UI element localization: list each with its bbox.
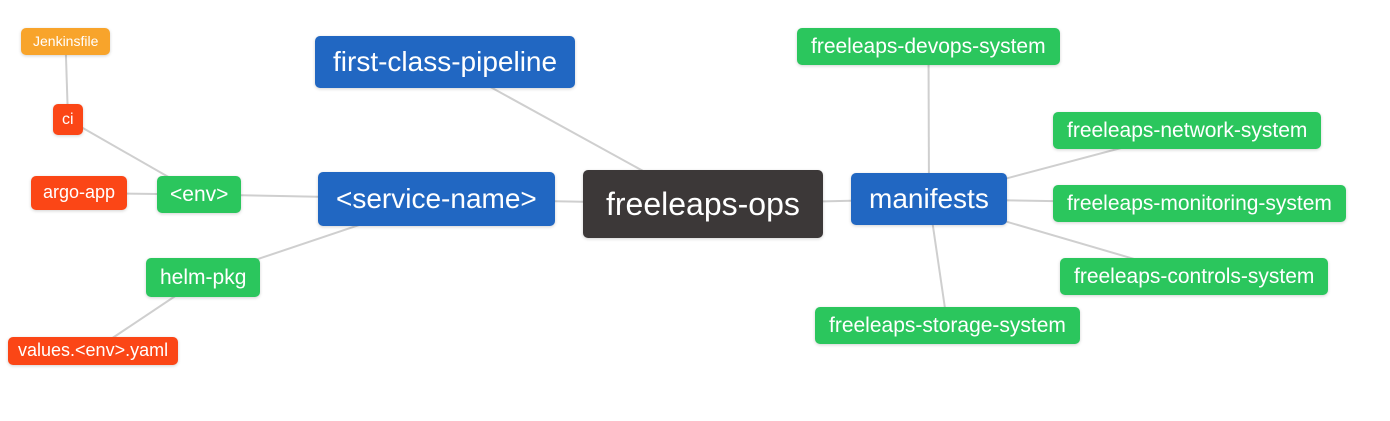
node-freeleaps-network-system[interactable]: freeleaps-network-system [1053,112,1322,150]
node-env[interactable]: <env> [157,176,242,214]
node-service-name[interactable]: <service-name> [318,172,555,226]
node-first-class-pipeline[interactable]: first-class-pipeline [315,36,576,88]
node-freeleaps-storage-system[interactable]: freeleaps-storage-system [815,307,1080,345]
node-ci[interactable]: ci [53,104,83,136]
node-freeleaps-ops-root[interactable]: freeleaps-ops [583,170,823,239]
node-freeleaps-monitoring-system[interactable]: freeleaps-monitoring-system [1053,185,1346,223]
node-manifests[interactable]: manifests [851,173,1007,225]
node-argo-app[interactable]: argo-app [31,176,128,210]
node-freeleaps-controls-system[interactable]: freeleaps-controls-system [1060,258,1329,296]
node-values-env-yaml[interactable]: values.<env>.yaml [8,337,179,365]
node-freeleaps-devops-system[interactable]: freeleaps-devops-system [797,28,1060,66]
node-helm-pkg[interactable]: helm-pkg [146,258,261,298]
node-jenkinsfile[interactable]: Jenkinsfile [21,28,111,55]
